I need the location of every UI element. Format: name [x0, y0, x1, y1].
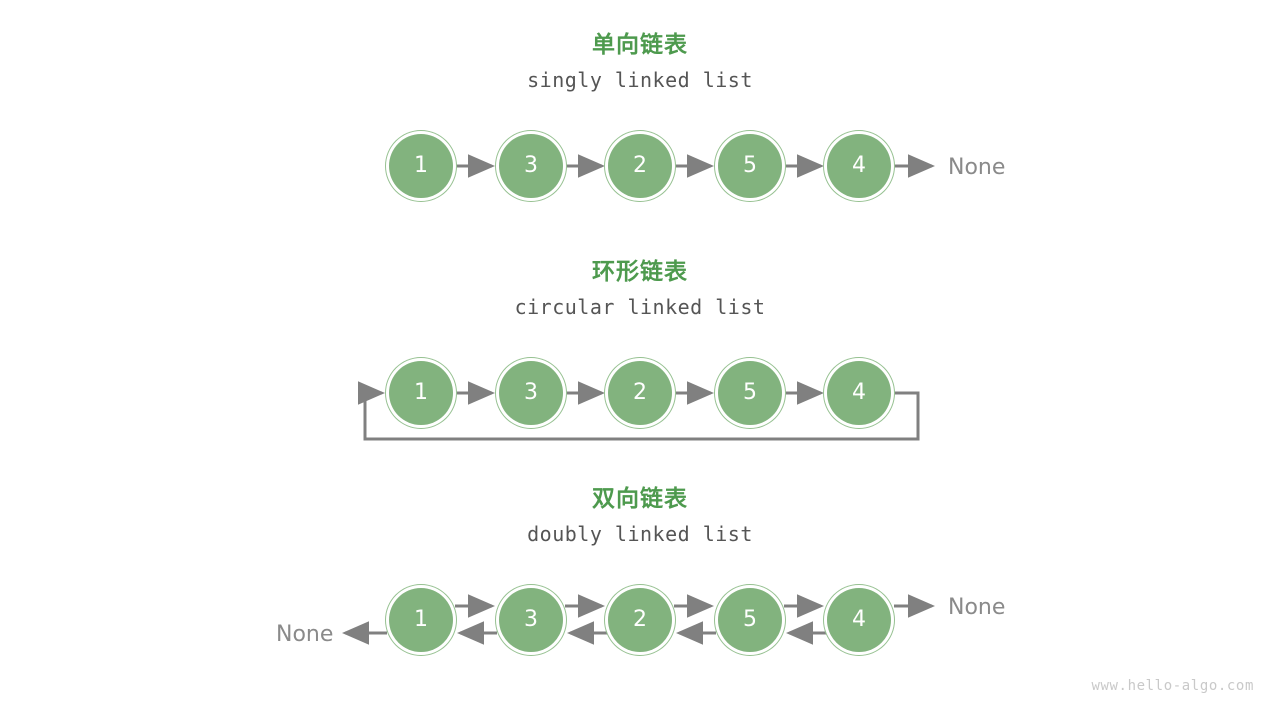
section-title-en: doubly linked list — [527, 522, 753, 546]
list-node: 2 — [608, 588, 672, 652]
tail-none-label: None — [948, 155, 1006, 180]
list-node: 2 — [608, 134, 672, 198]
circular-connectors — [358, 381, 920, 441]
list-node: 3 — [499, 361, 563, 425]
list-node: 3 — [499, 134, 563, 198]
singly-diagram: 1 3 2 5 4 None — [0, 102, 1280, 232]
section-title-zh: 环形链表 — [592, 259, 688, 285]
circular-diagram: 1 3 2 5 4 — [0, 329, 1280, 459]
list-node: 5 — [718, 361, 782, 425]
list-node: 3 — [499, 588, 563, 652]
list-node: 5 — [718, 134, 782, 198]
list-node: 4 — [827, 361, 891, 425]
list-node: 4 — [827, 588, 891, 652]
singly-connectors — [457, 154, 935, 178]
list-node: 1 — [389, 588, 453, 652]
section-title-zh: 单向链表 — [592, 32, 688, 58]
doubly-connectors — [342, 594, 935, 645]
section-singly-linked-list: 单向链表 singly linked list 1 3 2 5 — [0, 30, 1280, 232]
section-title-zh: 双向链表 — [592, 486, 688, 512]
list-node: 5 — [718, 588, 782, 652]
section-doubly-linked-list: 双向链表 doubly linked list — [0, 484, 1280, 686]
watermark: www.hello-algo.com — [1091, 678, 1254, 694]
doubly-diagram: 1 3 2 5 4 None None — [0, 556, 1280, 686]
section-title-en: circular linked list — [514, 295, 766, 319]
section-title-en: singly linked list — [527, 68, 753, 92]
section-circular-linked-list: 环形链表 circular linked list 1 3 2 5 4 — [0, 257, 1280, 459]
list-node: 1 — [389, 134, 453, 198]
list-node: 2 — [608, 361, 672, 425]
head-none-label: None — [276, 622, 334, 647]
list-node: 4 — [827, 134, 891, 198]
list-node: 1 — [389, 361, 453, 425]
tail-none-label: None — [948, 595, 1006, 620]
